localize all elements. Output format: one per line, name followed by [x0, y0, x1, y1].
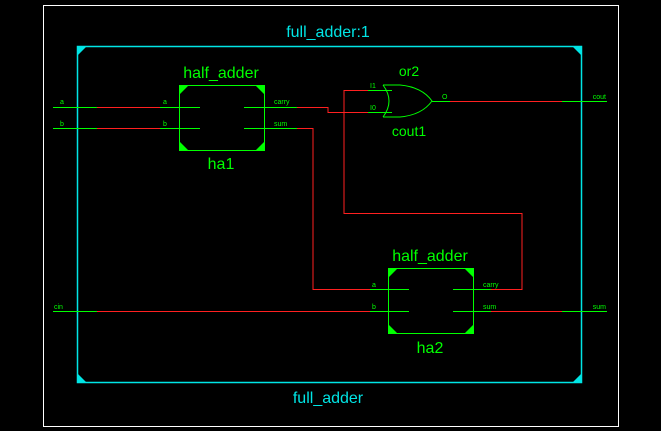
- port-cout-label: cout: [593, 94, 606, 101]
- ha2-pin-a: a: [372, 282, 376, 289]
- ha1-body: [179, 85, 265, 151]
- or-type-label: or2: [399, 63, 419, 79]
- or-gate-back: [382, 84, 390, 118]
- or-pin-i0: I0: [370, 105, 376, 112]
- or-pin-o: O: [442, 94, 448, 101]
- or-pin-i1: I1: [370, 83, 376, 90]
- ha1-pin-carry: carry: [274, 99, 290, 106]
- ports: [53, 101, 607, 312]
- module-full-adder[interactable]: [76, 45, 583, 384]
- net-ha1-carry[interactable]: [297, 107, 385, 113]
- ha1-type-label: half_adder: [183, 65, 259, 82]
- ha1-pin-a: a: [163, 99, 167, 106]
- schematic-frame: [43, 5, 619, 427]
- port-cin-label: cin: [54, 304, 63, 311]
- ha2-type-label: half_adder: [392, 248, 468, 265]
- port-sum-label: sum: [593, 304, 606, 311]
- or-gate-cout1[interactable]: I1 I0 O: [368, 83, 450, 118]
- ha1-pin-b: b: [163, 121, 167, 128]
- or-instance-label: cout1: [392, 123, 426, 139]
- ha2-body: [388, 268, 474, 334]
- nets: [97, 90, 562, 312]
- ha2-instance-label: ha2: [417, 340, 444, 357]
- ha2-pin-b: b: [372, 304, 376, 311]
- ha1-instance-label: ha1: [208, 156, 235, 173]
- ha2-pin-sum: sum: [483, 304, 496, 311]
- module-corner-bl: [77, 373, 87, 383]
- half-adder-ha2[interactable]: a b carry sum: [370, 268, 499, 334]
- net-ha2-carry[interactable]: [343, 90, 523, 290]
- net-ha1-sum[interactable]: [297, 128, 370, 290]
- module-name-label: full_adder: [293, 390, 364, 407]
- module-corner-br: [572, 373, 582, 383]
- ha2-pin-carry: carry: [483, 282, 499, 289]
- module-instance-title: full_adder:1: [286, 24, 370, 41]
- module-corner-tr: [572, 46, 582, 56]
- port-a-label: a: [60, 99, 64, 106]
- module-corner-tl: [77, 46, 87, 56]
- half-adder-ha1[interactable]: a b carry sum: [160, 85, 297, 151]
- module-outline: [76, 45, 583, 384]
- port-b-label: b: [60, 121, 64, 128]
- ha1-pin-sum: sum: [274, 121, 287, 128]
